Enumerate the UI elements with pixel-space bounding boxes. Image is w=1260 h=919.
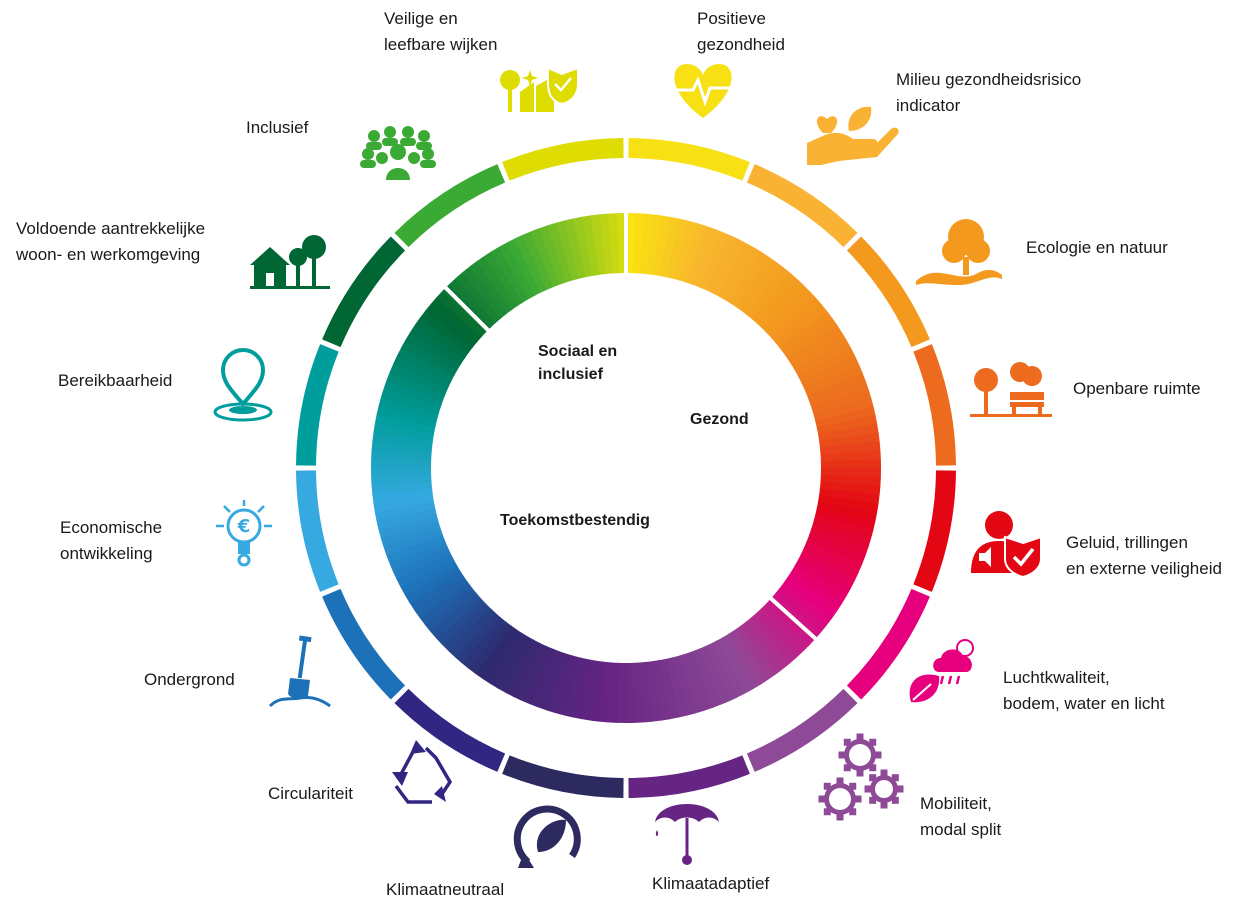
hand-heart-leaf-icon	[807, 106, 899, 165]
people-group-icon	[360, 126, 436, 180]
house-trees-icon	[250, 235, 330, 289]
outer-segment-woon-werkomgeving	[322, 236, 406, 348]
outer-segment-openbare-ruimte	[913, 344, 956, 466]
inner-ring-divider	[440, 282, 494, 336]
outer-segment-economische-ontwikkeling	[296, 470, 339, 592]
svg-text:€: €	[237, 516, 251, 537]
label-milieu-gezondheidsrisico: Milieu gezondheidsrisico indicator	[896, 70, 1082, 115]
outer-segment-circulariteit	[394, 688, 506, 772]
outer-segment-mobiliteit	[746, 688, 858, 772]
label-klimaatadaptief: Klimaatadaptief	[652, 874, 770, 893]
leaf-cycle-icon	[513, 805, 581, 868]
label-mobiliteit: Mobiliteit, modal split	[920, 794, 1002, 839]
location-pin-icon	[213, 348, 273, 422]
label-ecologie: Ecologie en natuur	[1026, 238, 1168, 257]
label-positieve-gezondheid: Positieve gezondheid	[697, 9, 785, 54]
label-klimaatneutraal: Klimaatneutraal	[386, 880, 505, 899]
outer-segment-bereikbaarheid	[296, 344, 339, 466]
outer-segment-positieve-gezondheid	[628, 138, 750, 181]
outer-segment-veilige-wijken	[502, 138, 624, 181]
center-label-sociaal-inclusief: Sociaal en inclusief	[538, 343, 618, 383]
recycle-icon	[392, 740, 453, 804]
mobility-gears-icon	[818, 733, 904, 821]
label-woon-werkomgeving: Voldoende aantrekkelijke woon- en werkom…	[16, 219, 206, 264]
outer-segment-klimaatadaptief	[628, 755, 750, 798]
label-circulariteit: Circulariteit	[268, 784, 354, 803]
label-inclusief: Inclusief	[246, 118, 309, 137]
label-luchtkwaliteit: Luchtkwaliteit, bodem, water en licht	[1003, 668, 1165, 713]
shovel-icon	[268, 635, 331, 708]
tree-landscape-icon	[916, 219, 1002, 285]
inner-colour-ring	[371, 212, 881, 724]
outer-segment-ondergrond	[322, 588, 406, 700]
heart-pulse-icon	[673, 64, 733, 118]
center-label-gezond: Gezond	[690, 411, 749, 428]
outer-segment-milieu-gezondheidsrisico	[746, 164, 858, 248]
label-veilige-wijken: Veilige en leefbare wijken	[384, 9, 498, 54]
inner-ring-divider	[765, 593, 821, 644]
park-bench-icon	[970, 362, 1052, 417]
label-bereikbaarheid: Bereikbaarheid	[58, 371, 173, 390]
cloud-sun-leaf-icon	[909, 639, 974, 703]
euro-lightbulb-icon: €	[216, 500, 272, 567]
outer-segment-klimaatneutraal	[502, 755, 624, 798]
label-geluid: Geluid, trillingen en externe veiligheid	[1066, 533, 1222, 578]
label-openbare-ruimte: Openbare ruimte	[1073, 379, 1201, 398]
neighbourhood-shield-icon	[500, 66, 579, 112]
person-shield-sound-icon	[971, 511, 1042, 579]
outer-segment-inclusief	[394, 164, 506, 248]
outer-segment-ecologie	[846, 236, 930, 348]
label-economische-ontwikkeling: Economische ontwikkeling	[60, 518, 163, 563]
umbrella-thermometer-icon	[655, 804, 719, 865]
outer-segment-luchtkwaliteit	[846, 588, 930, 700]
center-label-toekomstbestendig: Toekomstbestendig	[500, 512, 650, 529]
outer-segment-geluid	[913, 470, 956, 592]
label-ondergrond: Ondergrond	[144, 670, 235, 689]
